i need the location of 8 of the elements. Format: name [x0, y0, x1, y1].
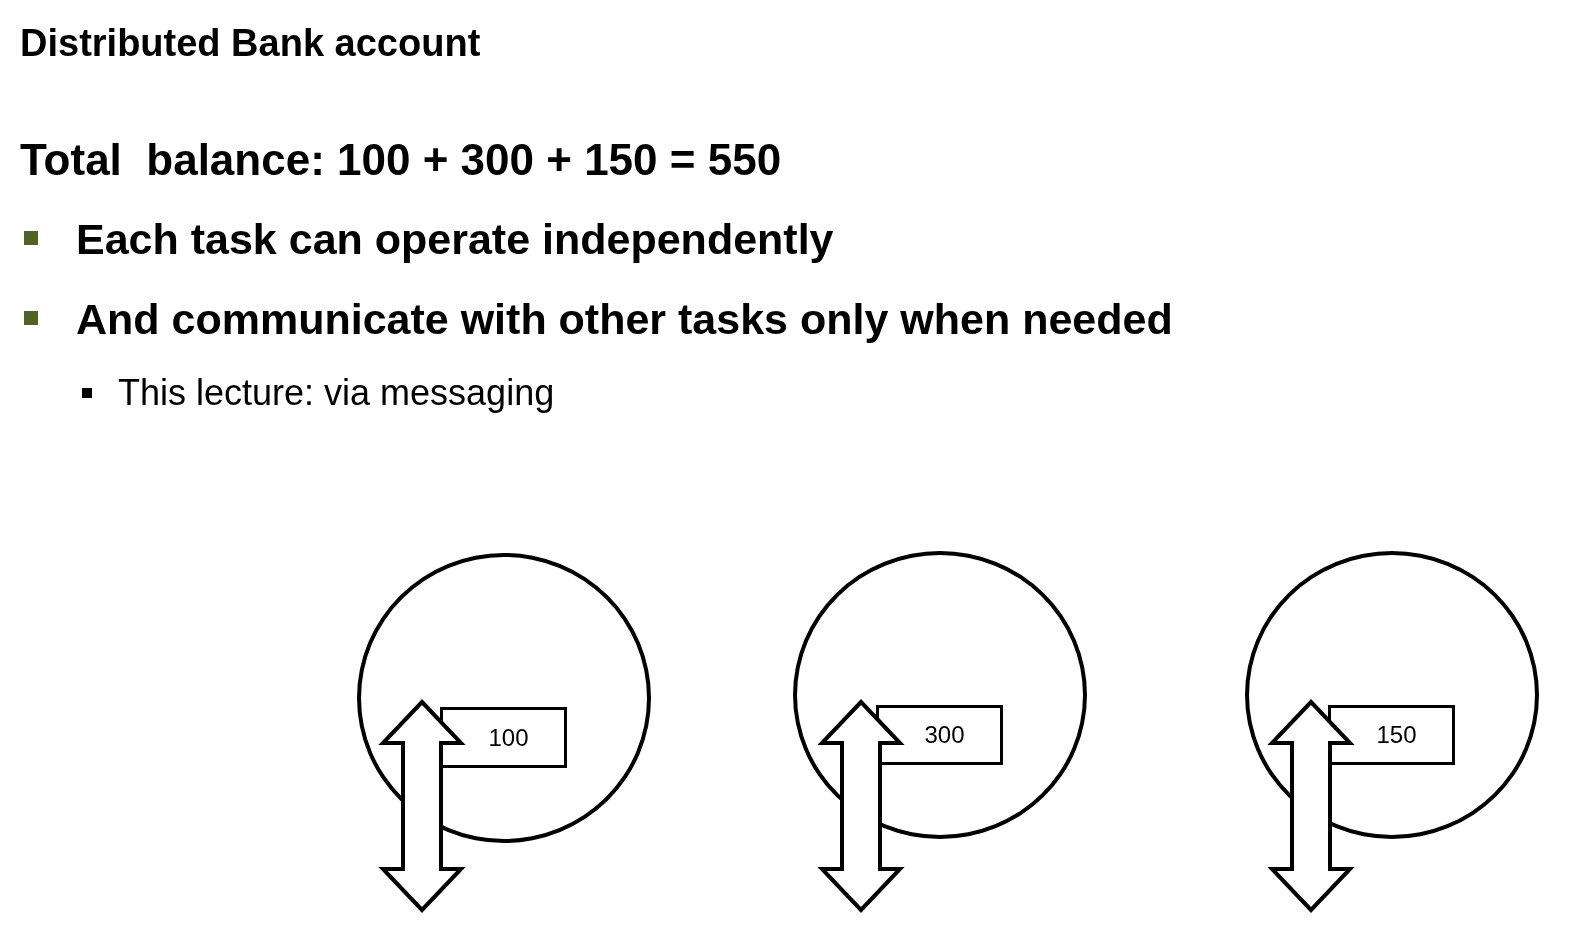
balance-box: 100: [440, 707, 567, 768]
balance-box: 300: [876, 705, 1003, 765]
bullet-text: And communicate with other tasks only when needed: [76, 295, 1173, 344]
bullet-text: This lecture: via messaging: [118, 372, 555, 414]
bullet-text: Each task can operate independently: [76, 215, 834, 264]
slide-title: Distributed Bank account: [20, 22, 481, 65]
balance-box: 150: [1328, 705, 1455, 765]
heading-text: Total balance: 100 + 300 + 150 = 550: [20, 135, 782, 185]
